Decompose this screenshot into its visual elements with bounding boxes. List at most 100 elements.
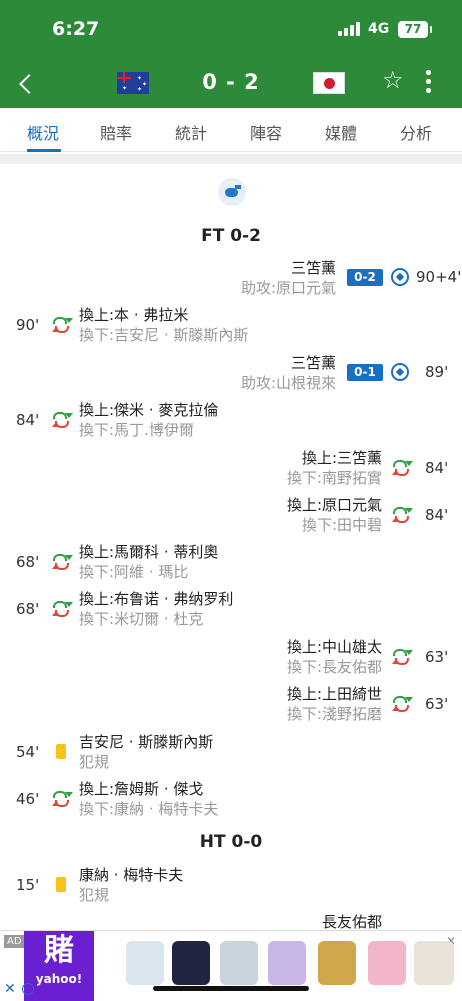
battery-icon: 77 (398, 21, 432, 38)
tab-lineup[interactable]: 陣容 (250, 124, 283, 143)
event-substitution: 換上:中山雄太 換下:長友佑都 (287, 637, 382, 677)
ad-product-bag-image[interactable] (172, 941, 210, 985)
match-header: ✦ ✦ ✦ ✦ 0 - 2 ☆ (0, 58, 462, 108)
event-minute: 63' (425, 695, 449, 713)
event-minute: 84' (425, 506, 449, 524)
status-time: 6:27 (52, 18, 100, 40)
sub-on: 換上:詹姆斯 · 傑戈 (79, 780, 204, 798)
ad-product-underwear-image[interactable] (268, 941, 306, 985)
more-menu-icon[interactable] (425, 70, 431, 94)
substitution-icon (52, 789, 73, 809)
sub-on: 換上:本 · 弗拉米 (79, 306, 189, 324)
substitution-icon (392, 505, 413, 525)
booked-player: 長友佑都 (321, 913, 382, 931)
divider (0, 154, 462, 164)
ad-label: AD (4, 935, 25, 948)
favorite-star-icon[interactable]: ☆ (382, 66, 404, 94)
ad-product-watch-image[interactable] (220, 941, 258, 985)
network-type: 4G (368, 21, 390, 37)
sub-on: 換上:布鲁诺 · 弗纳罗利 (79, 590, 234, 608)
tab-bar: 概況 賠率 統計 陣容 媒體 分析 (0, 108, 462, 152)
sub-off: 換下:馬丁.博伊爾 (79, 421, 194, 439)
sub-on: 換上:三笘薰 (301, 449, 382, 467)
back-arrow-icon[interactable] (16, 68, 40, 98)
ad-product-cosmetics-image[interactable] (368, 941, 406, 985)
australia-flag-icon: ✦ ✦ ✦ ✦ (117, 72, 149, 94)
event-minute: 89' (425, 363, 449, 381)
sub-on: 換上:上田綺世 (286, 685, 382, 703)
fulltime-label: FT 0-2 (201, 226, 261, 246)
ad-product-sweater-image[interactable] (414, 941, 454, 985)
ad-brand: yahoo! (35, 972, 83, 986)
event-yellow-card: 吉安尼 · 斯滕斯內斯 犯規 (79, 732, 213, 772)
event-goal: 三笘薰 助攻:原口元氣 (241, 258, 336, 298)
active-tab-indicator (27, 149, 61, 152)
event-minute: 46' (16, 790, 40, 808)
tab-media[interactable]: 媒體 (325, 124, 358, 143)
substitution-icon (52, 599, 73, 619)
signal-icon (338, 22, 360, 36)
event-substitution: 換上:詹姆斯 · 傑戈 換下:康納 · 梅特卡夫 (79, 779, 218, 819)
event-substitution: 換上:上田綺世 換下:淺野拓磨 (287, 684, 382, 724)
sub-off: 換下:田中碧 (301, 516, 382, 534)
goal-score-badge: 0-2 (347, 269, 383, 286)
ad-product-watch-image[interactable] (126, 941, 164, 985)
sub-off: 換下:南野拓實 (286, 469, 382, 487)
booking-reason: 犯規 (79, 886, 110, 904)
event-minute: 90' (16, 316, 40, 334)
event-substitution: 換上:傑米 · 麥克拉倫 換下:馬丁.博伊爾 (79, 400, 218, 440)
sub-on: 換上:中山雄太 (286, 638, 382, 656)
event-substitution: 換上:馬爾科 · 蒂利奧 換下:阿維 · 瑪比 (79, 542, 218, 582)
whistle-icon (218, 178, 246, 206)
sub-off: 換下:吉安尼 · 斯滕斯內斯 (79, 326, 249, 344)
japan-flag-icon (313, 72, 345, 94)
goal-assist: 助攻:山根視來 (240, 374, 336, 392)
soccer-ball-icon (391, 268, 409, 286)
substitution-icon (392, 458, 413, 478)
tab-stats[interactable]: 統計 (175, 124, 208, 143)
yellow-card-icon (56, 877, 66, 892)
event-minute: 84' (16, 411, 40, 429)
event-minute: 84' (425, 459, 449, 477)
home-indicator (153, 986, 309, 991)
yellow-card-icon (56, 744, 66, 759)
event-substitution: 換上:三笘薰 換下:南野拓實 (287, 448, 382, 488)
event-yellow-card: 康納 · 梅特卡夫 犯規 (79, 865, 183, 905)
event-minute: 90+4' (416, 268, 462, 286)
event-substitution: 換上:本 · 弗拉米 換下:吉安尼 · 斯滕斯內斯 (79, 305, 248, 345)
booked-player: 康納 · 梅特卡夫 (79, 866, 184, 884)
sub-off: 換下:康納 · 梅特卡夫 (79, 800, 219, 818)
event-yellow-card: 長友佑都 (322, 912, 382, 932)
substitution-icon (52, 410, 73, 430)
tab-odds[interactable]: 賠率 (100, 124, 133, 143)
ad-logo[interactable]: 賭 yahoo! (24, 931, 94, 1001)
sub-off: 換下:淺野拓磨 (286, 705, 382, 723)
event-substitution: 換上:布鲁诺 · 弗纳罗利 換下:米切爾 · 杜克 (79, 589, 233, 629)
sub-on: 換上:馬爾科 · 蒂利奧 (79, 543, 219, 561)
soccer-ball-icon (391, 363, 409, 381)
ad-info-icon[interactable] (22, 983, 34, 995)
sub-off: 換下:阿維 · 瑪比 (79, 563, 189, 581)
event-minute: 54' (16, 743, 40, 761)
event-minute: 68' (16, 553, 40, 571)
ad-logo-text: 賭 (44, 933, 74, 968)
booking-reason: 犯規 (79, 753, 110, 771)
match-score: 0 - 2 (202, 70, 260, 94)
sub-off: 換下:米切爾 · 杜克 (79, 610, 204, 628)
tab-analysis[interactable]: 分析 (400, 124, 433, 143)
ad-product-watch-image[interactable] (318, 941, 356, 985)
halftime-label: HT 0-0 (199, 832, 263, 852)
event-minute: 63' (425, 648, 449, 666)
event-minute: 15' (16, 876, 40, 894)
status-bar: 6:27 4G 77 (0, 0, 462, 58)
sub-off: 換下:長友佑都 (286, 658, 382, 676)
event-minute: 68' (16, 600, 40, 618)
goal-scorer: 三笘薰 (290, 354, 336, 372)
event-goal: 三笘薰 助攻:山根視來 (241, 353, 336, 393)
substitution-icon (52, 315, 73, 335)
substitution-icon (392, 647, 413, 667)
ad-close-icon[interactable]: ✕ (4, 981, 16, 997)
goal-assist: 助攻:原口元氣 (240, 279, 336, 297)
tab-overview[interactable]: 概況 (27, 124, 60, 143)
ad-banner[interactable]: AD 賭 yahoo! ✕ ✕ (0, 930, 462, 1001)
